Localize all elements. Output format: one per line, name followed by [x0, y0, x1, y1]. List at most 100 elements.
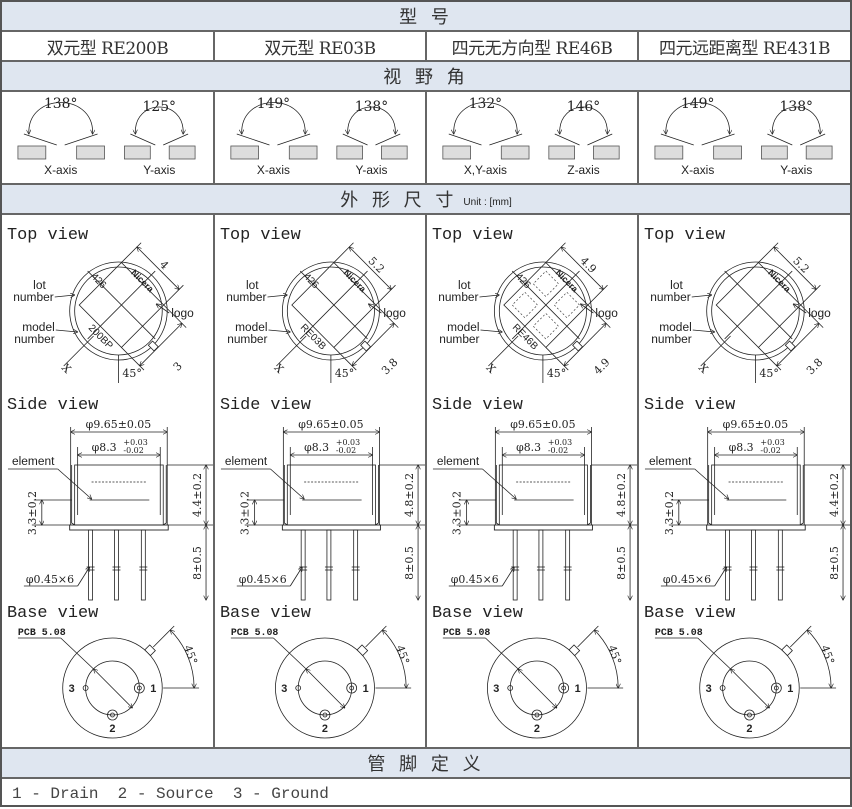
base-angle: 45°: [181, 643, 200, 666]
outer-diameter: φ9.65±0.05: [86, 418, 152, 431]
rot: 3.3±0.2: [663, 491, 676, 535]
can-inner: [286, 464, 376, 526]
pin-definition-title: 管 脚 定 义: [367, 754, 485, 775]
line: [273, 637, 307, 670]
pin-3-label: 3: [281, 683, 287, 695]
tolerance-minus: -0.02: [336, 446, 356, 455]
tab-rect: [572, 340, 584, 352]
pin-1: [558, 682, 570, 694]
angle-diagram: 132°X,Y-axis: [442, 96, 530, 177]
fov-line: [554, 133, 580, 146]
tolerance-minus: -0.02: [760, 446, 780, 455]
view-angle-header: 视 野 角: [2, 62, 850, 92]
x-label-group: X: [696, 361, 711, 376]
section-title: Base view: [644, 604, 735, 623]
outer-diameter: φ9.65±0.05: [510, 418, 575, 431]
pin-1-label: 1: [787, 683, 793, 695]
base-tab: [356, 644, 369, 657]
angle-diagram: 149°X-axis: [654, 96, 742, 177]
axis-label: Y-axis: [143, 163, 175, 177]
pin-1-hole: [136, 685, 142, 691]
pin-1-hole: [561, 685, 567, 691]
model-code: 200BP: [86, 323, 115, 352]
outer-diameter: φ9.65±0.05: [298, 418, 363, 431]
pin-length: 8±0.5: [191, 546, 204, 580]
axis-label: X-axis: [44, 163, 77, 177]
tab: [572, 340, 584, 352]
extension-line: [790, 625, 812, 648]
axis-label: X,Y-axis: [464, 163, 507, 177]
dimension-b: 3: [171, 359, 185, 373]
pin: [300, 529, 306, 601]
leader-arrow: [691, 295, 712, 297]
pin-diameter: φ0.45×6: [239, 573, 287, 586]
pin-2-label: 2: [534, 723, 540, 735]
angle-diagram: 125°Y-axis: [124, 99, 196, 177]
unit-label: Unit : [mm]: [463, 197, 512, 208]
leader-arrow: [289, 567, 302, 587]
section-title: Top view: [7, 226, 88, 245]
tolerance-plus: +0.03: [123, 438, 147, 447]
pin-2-hole: [322, 712, 328, 718]
logo-label: logo: [383, 306, 406, 320]
pin-1: [346, 682, 358, 694]
pin: [777, 529, 783, 601]
dimension-line: [349, 247, 391, 289]
x-label-group: X: [59, 361, 74, 376]
pin-3-label: 3: [706, 683, 712, 695]
rot: 4.4±0.2: [191, 473, 204, 517]
fov-line: [163, 133, 189, 146]
leader-arrow: [267, 295, 288, 297]
dimension-b: 3.8: [379, 356, 400, 378]
dimension-line: [561, 247, 603, 289]
model-name: 四元无方向型 RE46B: [427, 32, 639, 60]
pin-2-label: 2: [109, 723, 115, 735]
angle-arc: [382, 630, 406, 688]
section-title: Side view: [644, 396, 735, 415]
side-view: Side viewφ9.65±0.05φ8.3+0.03-0.02element…: [7, 396, 213, 601]
model-name: 四元远距离型 RE431B: [658, 38, 831, 59]
rot: 3.3±0.2: [239, 491, 252, 535]
dim-b-group: 3.8: [804, 356, 825, 378]
can-flange: [281, 524, 381, 531]
angle-arc: [560, 106, 608, 134]
inner-diameter: φ8.3: [92, 441, 117, 454]
rot: 8±0.5: [191, 546, 204, 580]
base-tab: [781, 644, 793, 657]
sensor-element: [713, 145, 742, 160]
base-outline: [487, 637, 587, 739]
axis-label: X-axis: [257, 163, 290, 177]
tab-rect: [568, 644, 581, 657]
pin-2: [531, 709, 543, 721]
leader-arrow: [55, 330, 78, 332]
element-label: element: [225, 454, 268, 468]
pin-3: [719, 685, 726, 691]
angle-diagram: 149°X-axis: [230, 96, 318, 177]
tab: [360, 340, 372, 352]
pin-circle: [722, 660, 777, 716]
outer-diameter: φ9.65±0.05: [723, 418, 789, 431]
fov-line: [489, 133, 523, 146]
base-outline: [62, 637, 163, 739]
x-axis-label: X: [272, 361, 287, 376]
pin-definition-header: 管 脚 定 义: [2, 749, 850, 779]
leader-arrow: [479, 295, 500, 297]
lot-number-label: number: [438, 290, 478, 304]
can-body: [71, 465, 167, 526]
sensor-element: [805, 145, 833, 160]
dimension-a: 5.2: [790, 254, 811, 276]
inner-diameter: φ8.3: [304, 441, 329, 454]
x-axis-line: [700, 335, 731, 367]
leader-arrow: [581, 304, 594, 314]
extension-line: [365, 625, 387, 648]
tab-rect: [781, 644, 793, 657]
lot-label: lot: [33, 278, 46, 292]
leader-arrow: [270, 468, 304, 499]
sensor-element: [124, 145, 151, 160]
